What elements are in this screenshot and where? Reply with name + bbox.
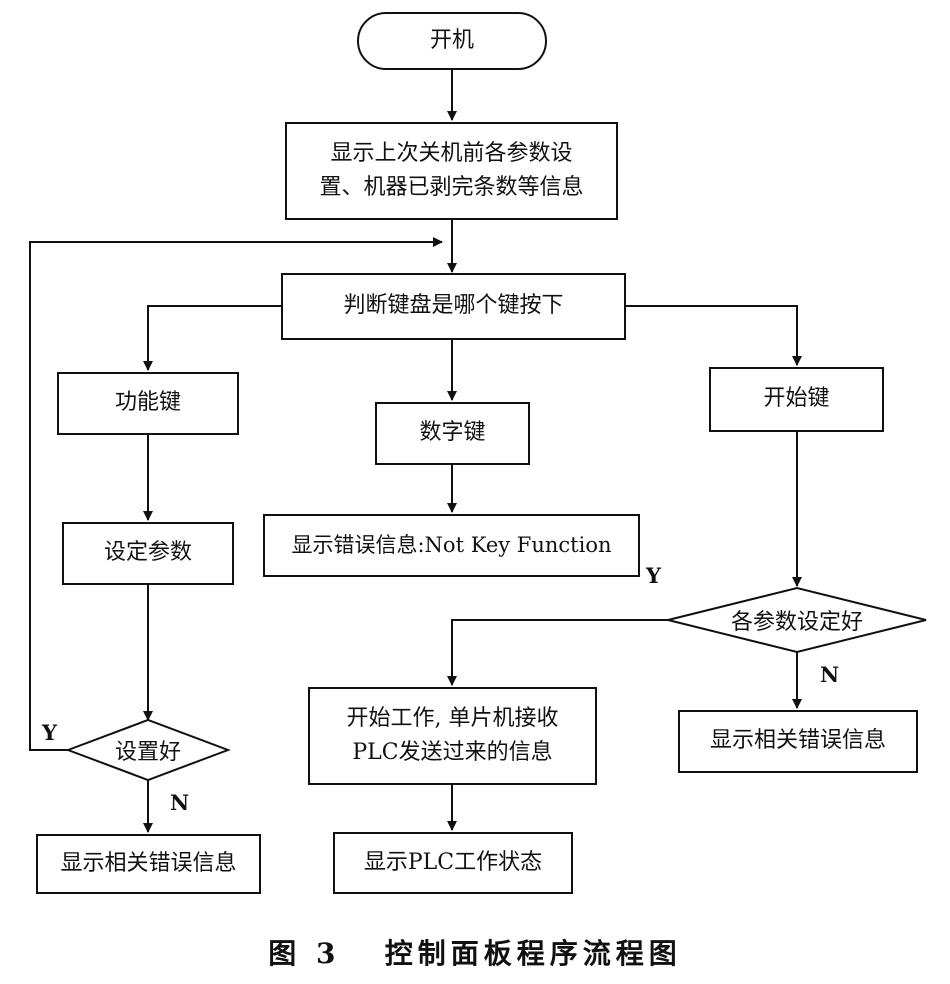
start-key-box: 开始键: [709, 367, 884, 432]
diamond-settings-ok: [65, 718, 231, 782]
function-key-label: 功能键: [114, 390, 181, 416]
label-n-left: N: [170, 790, 190, 815]
digit-key-box: 数字键: [375, 402, 530, 465]
judge-key-box: 判断键盘是哪个键按下: [281, 273, 626, 340]
figure-caption: 图 3 控制面板程序流程图: [268, 937, 682, 970]
start-work-line1: 开始工作, 单片机接收: [346, 705, 559, 731]
plc-status-box: 显示PLC工作状态: [333, 832, 573, 894]
error-left-box: 显示相关错误信息: [36, 834, 261, 894]
set-params-box: 设定参数: [62, 522, 234, 585]
start-node-label: 开机: [429, 27, 474, 53]
start-work-line2: PLC发送过来的信息: [352, 740, 553, 765]
label-y-right: Y: [646, 563, 661, 588]
plc-status-label: 显示PLC工作状态: [363, 849, 543, 875]
not-key-error-box: 显示错误信息:Not Key Function: [263, 514, 640, 577]
show-settings-line1: 显示上次关机前各参数设: [330, 140, 573, 166]
label-n-right: N: [820, 662, 840, 687]
label-y-left: Y: [42, 720, 57, 745]
show-settings-line2: 置、机器已剥完条数等信息: [319, 175, 584, 200]
error-right-label: 显示相关错误信息: [709, 728, 886, 754]
judge-key-label: 判断键盘是哪个键按下: [343, 293, 564, 319]
start-work-box: 开始工作, 单片机接收 PLC发送过来的信息: [308, 687, 597, 785]
loop-back-y: [29, 237, 443, 751]
start-key-label: 开始键: [763, 386, 830, 412]
set-params-label: 设定参数: [103, 540, 192, 566]
function-key-box: 功能键: [57, 372, 239, 435]
show-settings-box: 显示上次关机前各参数设 置、机器已剥完条数等信息: [285, 122, 618, 220]
settings-ok-label: 设置好: [114, 740, 181, 765]
arrow-diamond-to-start-work: [447, 619, 668, 686]
params-ok-label: 各参数设定好: [730, 610, 863, 635]
error-right-box: 显示相关错误信息: [678, 710, 918, 773]
start-node: 开机: [357, 12, 547, 70]
not-key-error-label: 显示错误信息:Not Key Function: [291, 533, 612, 558]
diamond-params-ok: [667, 586, 927, 654]
digit-key-label: 数字键: [419, 420, 486, 446]
arrow-judge-to-start-key: [626, 305, 802, 366]
arrow-judge-to-function: [143, 305, 281, 371]
error-left-label: 显示相关错误信息: [60, 850, 237, 876]
